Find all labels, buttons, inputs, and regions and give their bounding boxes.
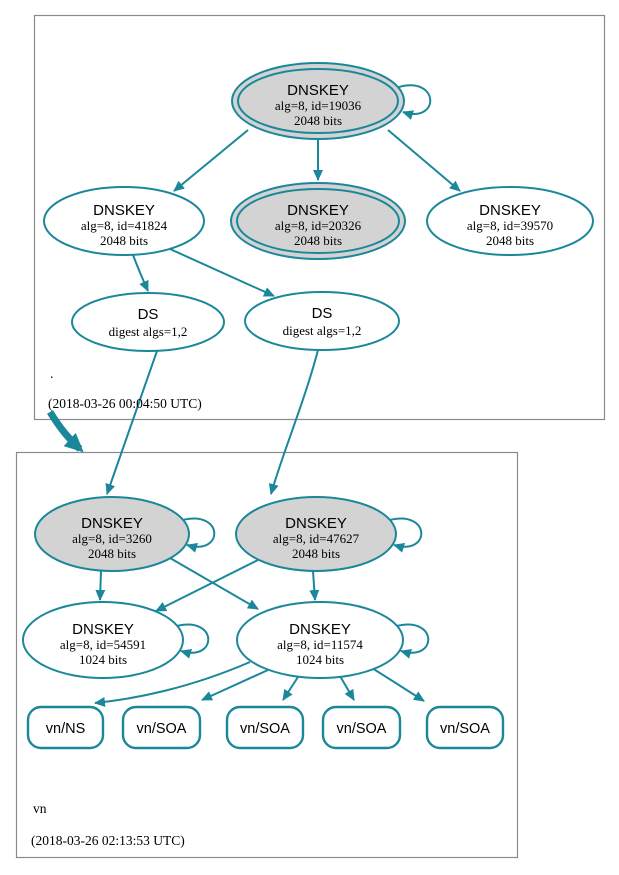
node-detail: digest algs=1,2	[283, 323, 362, 338]
self-loop-47627	[389, 517, 423, 553]
rrset-label: vn/SOA	[137, 721, 187, 737]
rrset-box	[321, 705, 402, 750]
node-alg: alg=8, id=39570	[467, 218, 553, 233]
node-alg: alg=8, id=11574	[277, 637, 363, 652]
dnskey-node-41824: DNSKEY alg=8, id=41824 2048 bits	[43, 186, 205, 256]
node-alg: alg=8, id=19036	[275, 98, 362, 113]
node-alg: alg=8, id=47627	[273, 531, 360, 546]
node-bits: 2048 bits	[294, 233, 342, 248]
edges-delegation	[47, 349, 319, 495]
edge-ds2-47627	[268, 349, 319, 495]
ksk-inner-ellipse	[237, 68, 399, 134]
node-ellipse	[426, 186, 594, 256]
edge-11574-vn-soa2	[282, 676, 299, 701]
rrset-label: vn/SOA	[240, 721, 290, 737]
edge-47627-54591	[155, 559, 259, 612]
rrset-box	[121, 705, 202, 750]
rrset-vn-soa-4: vn/SOA	[425, 705, 505, 750]
dnskey-node-54591: DNSKEY alg=8, id=54591 1024 bits	[22, 601, 184, 679]
node-ellipse	[71, 292, 225, 352]
delegation-arrow-root-to-vn	[47, 410, 84, 453]
node-title: DNSKEY	[479, 202, 541, 219]
edge-11574-vn-soa1	[201, 669, 269, 701]
edge-11574-vn-soa4	[371, 667, 425, 702]
node-bits: 2048 bits	[292, 546, 340, 561]
dnskey-node-20326: DNSKEY alg=8, id=20326 2048 bits	[230, 182, 406, 260]
node-alg: alg=8, id=20326	[275, 218, 362, 233]
self-loop-11574	[396, 623, 430, 659]
rrset-vn-soa-3: vn/SOA	[321, 705, 402, 750]
cluster-vn-timestamp: (2018-03-26 02:13:53 UTC)	[31, 833, 185, 848]
node-title: DNSKEY	[289, 621, 351, 638]
ksk-outer-ellipse	[231, 62, 405, 140]
node-title: DNSKEY	[285, 515, 347, 532]
node-alg: alg=8, id=3260	[72, 531, 152, 546]
cluster-root-label: .	[50, 366, 53, 381]
edges-root	[132, 84, 461, 297]
ksk-ellipse	[235, 496, 397, 572]
dnskey-node-3260: DNSKEY alg=8, id=3260 2048 bits	[34, 496, 190, 572]
dnskey-node-19036: DNSKEY alg=8, id=19036 2048 bits	[231, 62, 405, 140]
edge-19036-39570	[387, 129, 461, 192]
edge-41824-ds1	[132, 254, 149, 292]
node-title: DNSKEY	[287, 82, 349, 99]
cluster-root-timestamp: (2018-03-26 00:04:50 UTC)	[48, 396, 202, 411]
cluster-vn-label: vn	[33, 801, 47, 816]
rrset-label: vn/SOA	[337, 721, 387, 737]
dnskey-node-47627: DNSKEY alg=8, id=47627 2048 bits	[235, 496, 397, 572]
node-alg: alg=8, id=41824	[81, 218, 168, 233]
edge-3260-11574	[169, 557, 259, 610]
ksk-inner-ellipse	[236, 188, 400, 254]
rrset-vn-soa-2: vn/SOA	[225, 705, 305, 750]
rrset-vn-ns: vn/NS	[26, 705, 105, 750]
rrset-box	[225, 705, 305, 750]
rrset-vn-soa-1: vn/SOA	[121, 705, 202, 750]
rrset-box	[26, 705, 105, 750]
edges-vn	[94, 517, 430, 707]
edge-11574-vn-soa3	[339, 675, 355, 701]
edge-3260-54591	[95, 570, 106, 601]
node-title: DNSKEY	[287, 202, 349, 219]
rrset-label: vn/SOA	[440, 721, 490, 737]
node-bits: 2048 bits	[88, 546, 136, 561]
ksk-ellipse	[34, 496, 190, 572]
edge-41824-ds2	[169, 248, 275, 297]
ksk-outer-ellipse	[230, 182, 406, 260]
edge-11574-vn-ns	[94, 661, 251, 707]
node-title: DS	[312, 305, 333, 322]
node-bits: 2048 bits	[486, 233, 534, 248]
node-title: DNSKEY	[72, 621, 134, 638]
node-ellipse	[43, 186, 205, 256]
edge-19036-41824	[173, 129, 249, 192]
node-ellipse	[22, 601, 184, 679]
node-bits: 2048 bits	[294, 113, 342, 128]
node-ellipse	[236, 601, 404, 679]
node-title: DNSKEY	[93, 202, 155, 219]
self-loop-19036	[398, 84, 432, 120]
edge-ds1-3260	[105, 350, 158, 495]
rrset-box	[425, 705, 505, 750]
node-bits: 2048 bits	[100, 233, 148, 248]
node-title: DS	[138, 306, 159, 323]
rrset-label: vn/NS	[46, 721, 86, 737]
node-alg: alg=8, id=54591	[60, 637, 146, 652]
ds-node-2: DS digest algs=1,2	[244, 291, 400, 351]
edge-47627-11574	[309, 570, 320, 601]
node-detail: digest algs=1,2	[109, 324, 188, 339]
node-bits: 1024 bits	[79, 652, 127, 667]
dnskey-node-39570: DNSKEY alg=8, id=39570 2048 bits	[426, 186, 594, 256]
self-loop-3260	[182, 517, 216, 553]
node-title: DNSKEY	[81, 515, 143, 532]
dnskey-node-11574: DNSKEY alg=8, id=11574 1024 bits	[236, 601, 404, 679]
ds-node-1: DS digest algs=1,2	[71, 292, 225, 352]
node-ellipse	[244, 291, 400, 351]
node-bits: 1024 bits	[296, 652, 344, 667]
self-loop-54591	[176, 623, 210, 659]
